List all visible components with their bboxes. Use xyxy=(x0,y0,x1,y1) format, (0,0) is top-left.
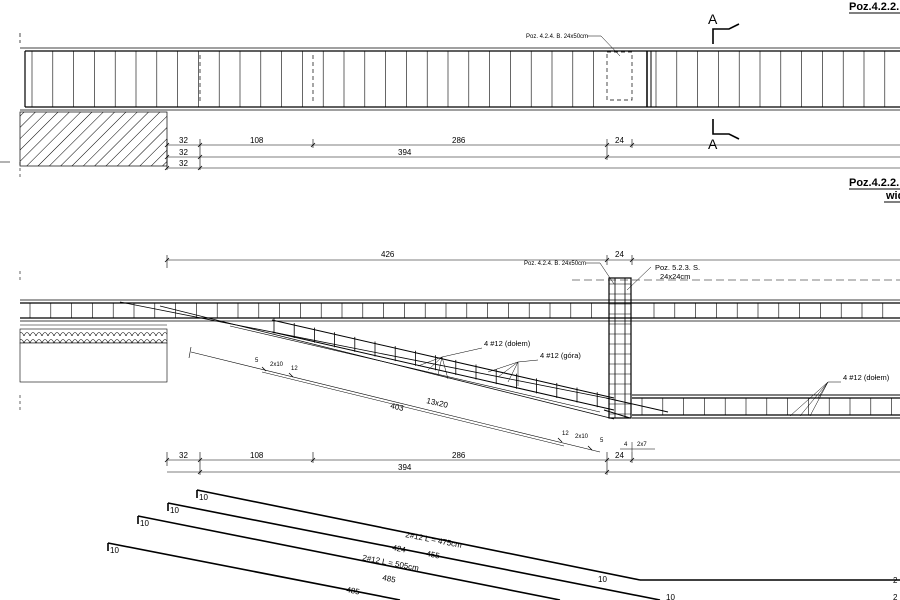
plan-dim-24: 24 xyxy=(615,136,624,145)
title-top: Poz.4.2.2. xyxy=(849,1,899,13)
right-dim-4: 4 xyxy=(624,442,628,448)
rebar-label-top: 4 #12 (góra) xyxy=(540,351,581,360)
elev-dim-426: 426 xyxy=(381,250,395,259)
landing-beam xyxy=(632,394,900,419)
slab-stirrups xyxy=(29,303,884,318)
plan-dim-32c: 32 xyxy=(179,159,188,168)
elev-dim-286: 286 xyxy=(452,451,466,460)
section-mark-lower: A xyxy=(708,136,718,152)
elev-dim-108: 108 xyxy=(250,451,264,460)
elev-dim-24: 24 xyxy=(615,451,624,460)
rebar-label-right: 4 #12 (dołem) xyxy=(843,373,890,382)
elev-dim-24-top: 24 xyxy=(615,250,624,259)
elev-beam-label: Poz. 4.2.4. B. 24x50cm xyxy=(524,261,586,267)
stirrup-dim-5a: 5 xyxy=(255,358,259,364)
elev-column-label-2: 24x24cm xyxy=(660,272,690,281)
elevation-view: 426 24 Poz. 4.2.4. B. 24x50cm Poz. 5.2.3… xyxy=(19,250,900,475)
plan-beam-label: Poz. 4.2.4. B. 24x50cm xyxy=(526,34,588,40)
stirrup-dim-2x10b: 2x10 xyxy=(575,434,589,440)
bar2-inner: 485 xyxy=(382,573,397,584)
stirrup-dim-12b: 12 xyxy=(562,431,569,437)
plan-dim-108: 108 xyxy=(250,136,264,145)
bar-end-hook-2: 10 xyxy=(666,593,675,600)
bar2-length: 424 xyxy=(392,543,407,554)
bar1-length: 455 xyxy=(426,549,441,560)
bar2-hook: 10 xyxy=(170,506,179,515)
bar-details: 10 10 10 10 2#12 L = 475cm 455 424 2#12 … xyxy=(107,489,900,600)
elev-dim-394: 394 xyxy=(398,463,412,472)
bar2-label: 2#12 L = 505cm xyxy=(362,553,420,573)
bar-edge-2: 2 xyxy=(893,593,898,600)
plan-stirrups xyxy=(31,51,886,107)
bar1-label: 2#12 L = 475cm xyxy=(405,530,463,550)
stirrup-dim-2x10a: 2x10 xyxy=(270,362,284,368)
plan-dim-32a: 32 xyxy=(179,136,188,145)
right-dim-2x7: 2x7 xyxy=(637,442,647,448)
rebar-label-bottom: 4 #12 (dołem) xyxy=(484,339,531,348)
elev-dim-32: 32 xyxy=(179,451,188,460)
section-mark-upper: A xyxy=(708,11,718,27)
stirrup-dim-403: 403 xyxy=(390,401,406,413)
bar3-hook: 10 xyxy=(140,519,149,528)
plan-dim-394: 394 xyxy=(398,148,412,157)
bar1-hook: 10 xyxy=(199,493,208,502)
bar4-hook: 10 xyxy=(110,546,119,555)
bar-edge-1: 2 xyxy=(893,576,898,585)
elev-column-label-1: Poz. 5.2.3. S. xyxy=(655,263,700,272)
stair-slab xyxy=(119,301,669,420)
column xyxy=(608,277,632,419)
bar-end-hook-1: 10 xyxy=(598,575,607,584)
plan-dim-286: 286 xyxy=(452,136,466,145)
plan-dim-32b: 32 xyxy=(179,148,188,157)
bar3-length: 485 xyxy=(346,585,361,596)
title-middle: Poz.4.2.2. xyxy=(849,177,899,189)
plan-view: Poz. 4.2.4. B. 24x50cm A A 32 108 286 24… xyxy=(0,11,900,180)
title-middle-sub: wid xyxy=(885,190,900,202)
stirrup-dim-13x20: 13x20 xyxy=(426,396,450,410)
stirrup-dim-5b: 5 xyxy=(600,438,604,444)
stirrup-dim-12a: 12 xyxy=(291,366,298,372)
